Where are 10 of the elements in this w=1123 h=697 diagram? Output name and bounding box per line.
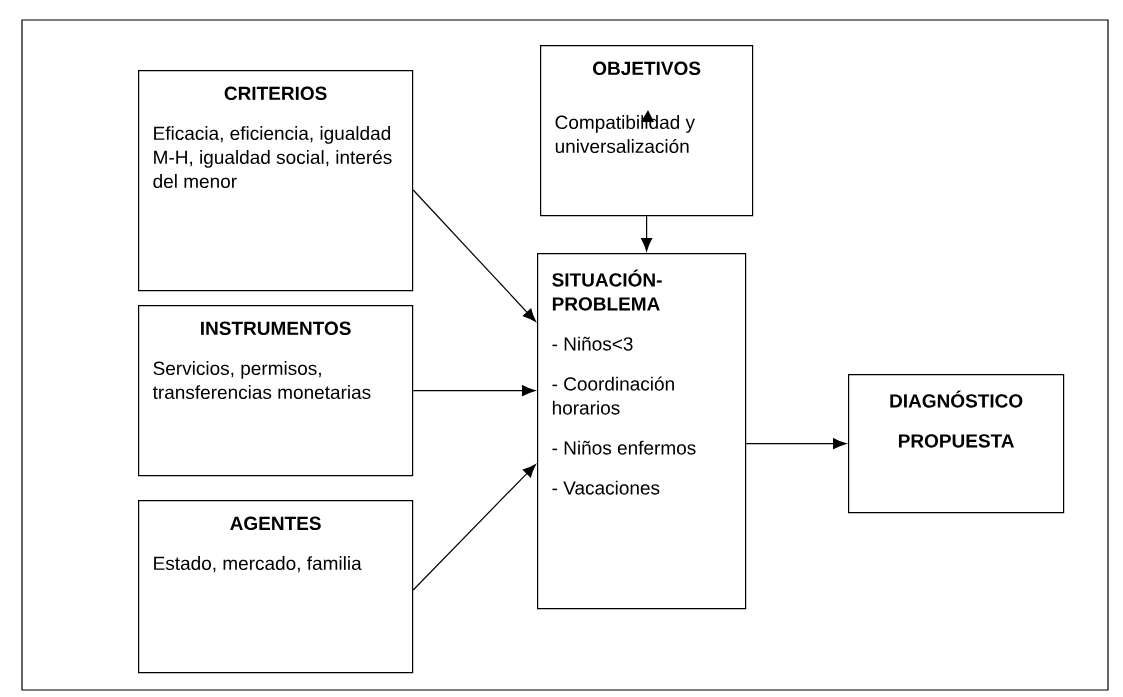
text-box: CRITERIOS Eficacia, eficiencia, igualdad M-H, igualdad social, interés del menor [138,70,414,292]
arrow [412,464,536,591]
text-box: AGENTES Estado, mercado, familia [138,500,414,674]
arrow [745,438,847,450]
text-box: SITUACIÓN-PROBLEMA - Niños<3 - Coordinación horarios - Niños enfermos - Vacaciones [537,253,747,610]
text-box: INSTRUMENTOS Servicios, permisos, transferencias monetarias [138,305,414,477]
arrow [412,385,536,397]
arrow [641,215,653,252]
arrow [412,189,536,322]
text-box: DIAGNÓSTICO PROPUESTA [848,374,1065,514]
